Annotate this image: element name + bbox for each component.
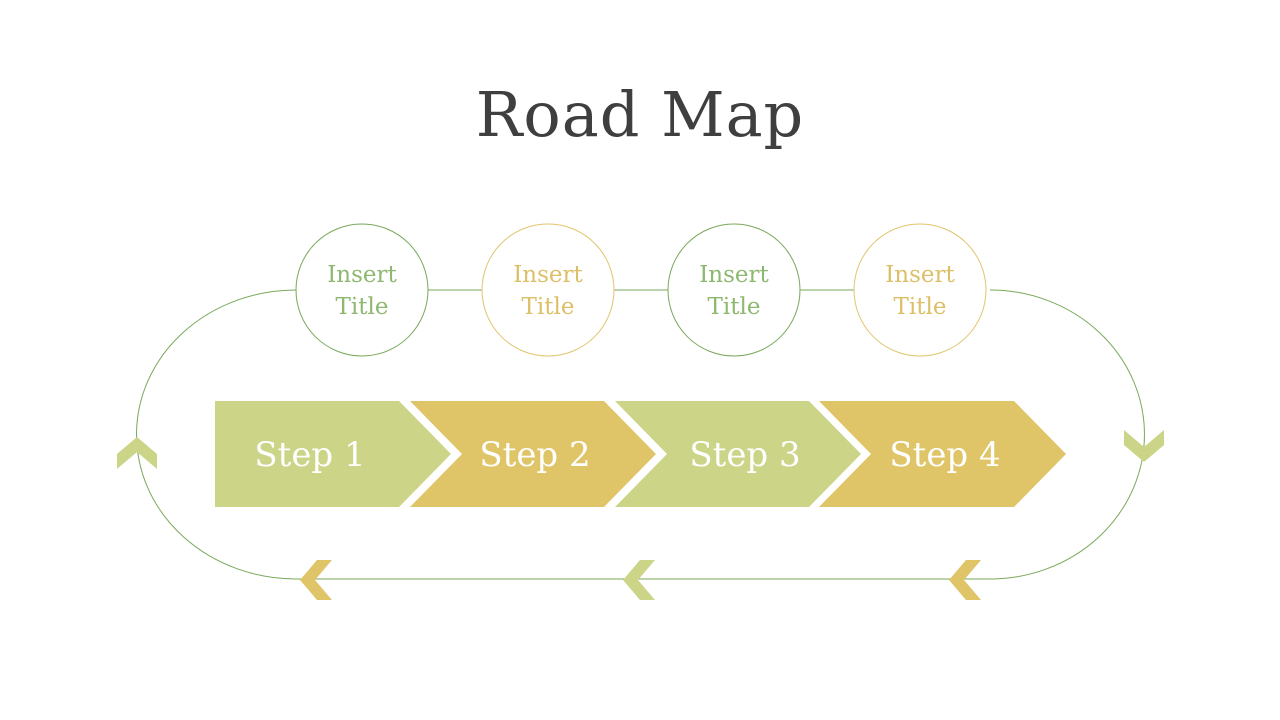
node-label-line1: Insert — [513, 262, 583, 288]
node-label-line2: Title — [522, 294, 575, 320]
step-label: Step 4 — [889, 435, 1000, 475]
chevron-left-icon — [623, 560, 655, 600]
step-chevron-shape — [615, 401, 861, 507]
chevron-left-icon — [949, 560, 981, 600]
node-circle — [295, 223, 429, 357]
node-label-line2: Title — [708, 294, 761, 320]
node-circle — [667, 223, 801, 357]
chevron-left-icon — [300, 560, 332, 600]
title-node-4: Insert Title — [853, 223, 987, 357]
step-1-chevron: Step 1 — [215, 401, 451, 507]
step-label: Step 1 — [254, 435, 365, 475]
title-node-1: Insert Title — [295, 223, 429, 357]
node-label-line2: Title — [336, 294, 389, 320]
node-label-line1: Insert — [885, 262, 955, 288]
node-label-line2: Title — [894, 294, 947, 320]
step-label: Step 3 — [689, 435, 800, 475]
chevron-down-icon — [1124, 430, 1164, 462]
step-2-chevron: Step 2 — [410, 401, 656, 507]
chevron-up-icon — [117, 437, 157, 469]
step-chevron-shape — [215, 401, 451, 507]
step-3-chevron: Step 3 — [615, 401, 861, 507]
step-label: Step 2 — [479, 435, 590, 475]
node-label-line1: Insert — [327, 262, 397, 288]
title-node-3: Insert Title — [667, 223, 801, 357]
step-4-chevron: Step 4 — [819, 401, 1066, 507]
step-chevron-shape — [819, 401, 1066, 507]
step-chevron-shape — [410, 401, 656, 507]
loop-track — [135, 289, 1145, 580]
title-node-2: Insert Title — [481, 223, 615, 357]
node-circle — [853, 223, 987, 357]
page-title: Road Map — [475, 78, 805, 151]
node-circle — [481, 223, 615, 357]
node-label-line1: Insert — [699, 262, 769, 288]
